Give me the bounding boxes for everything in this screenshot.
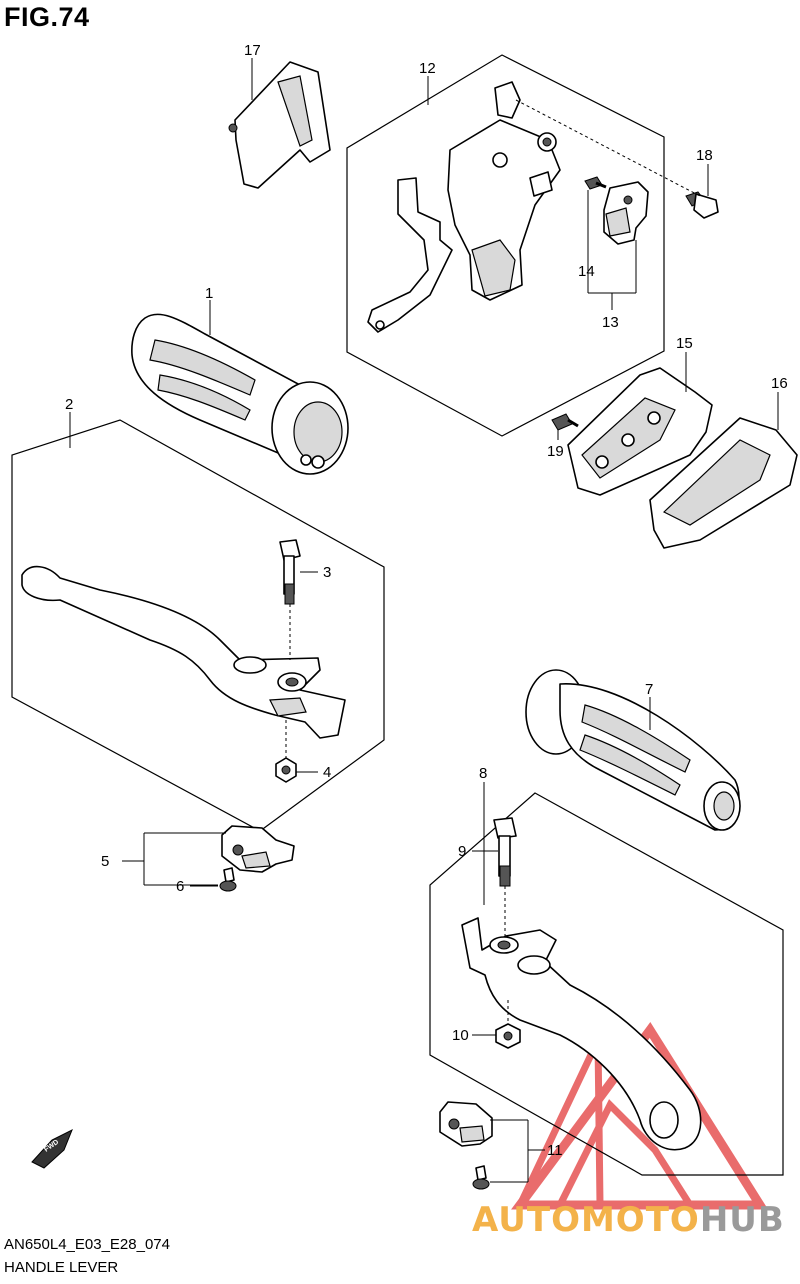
callout-15: 15 <box>676 335 693 352</box>
callout-5: 5 <box>101 853 109 870</box>
watermark-brand: AUTOMOTOHUB <box>472 1200 785 1240</box>
callout-6: 6 <box>176 878 184 895</box>
part-10-nut[interactable] <box>495 1023 521 1049</box>
callout-14: 14 <box>578 263 595 280</box>
callout-10: 10 <box>452 1027 469 1044</box>
callout-4: 4 <box>323 764 331 781</box>
part-16-hand-guard[interactable] <box>649 417 798 549</box>
callout-16: 16 <box>771 375 788 392</box>
callout-7: 7 <box>645 681 653 698</box>
callout-8: 8 <box>479 765 487 782</box>
callout-19: 19 <box>547 443 564 460</box>
part-6-screw[interactable] <box>219 867 237 892</box>
callout-11: 11 <box>547 1142 563 1159</box>
model-code: AN650L4_E03_E28_074 <box>4 1236 170 1253</box>
part-12-lever-holder[interactable] <box>367 81 561 333</box>
assembly-frame-8 <box>429 792 784 1176</box>
part-11-switch[interactable] <box>439 1101 493 1147</box>
part-13-switch[interactable] <box>603 181 649 245</box>
fwd-arrow-icon: FWD <box>31 1128 73 1169</box>
part-8-lever-right[interactable] <box>461 917 702 1151</box>
part-19-screw[interactable] <box>551 413 579 431</box>
part-18-bolt[interactable] <box>685 191 719 219</box>
part-5-switch[interactable] <box>221 825 295 873</box>
callout-labels: 17 12 18 14 13 1 15 16 19 2 3 4 5 6 7 8 … <box>65 42 788 1159</box>
part-17-cover[interactable] <box>228 61 331 189</box>
watermark-logo-icon <box>511 1022 769 1210</box>
callout-9: 9 <box>458 843 466 860</box>
part-11-screw[interactable] <box>472 1165 490 1190</box>
callout-17: 17 <box>244 42 261 59</box>
callout-1: 1 <box>205 285 213 302</box>
part-2-lever-left[interactable] <box>21 565 346 739</box>
callout-12: 12 <box>419 60 436 77</box>
part-3-bolt[interactable] <box>279 539 301 605</box>
leader-lines <box>69 58 779 1183</box>
assembly-frame-12 <box>346 54 665 437</box>
section-name: HANDLE LEVER <box>4 1259 119 1276</box>
part-1-grip-left[interactable] <box>131 313 349 475</box>
part-14-screw[interactable] <box>584 176 607 190</box>
part-4-nut[interactable] <box>275 757 297 783</box>
part-15-bracket[interactable] <box>567 367 713 496</box>
callout-13: 13 <box>602 314 619 331</box>
part-9-bolt[interactable] <box>493 817 517 887</box>
callout-18: 18 <box>696 147 713 164</box>
part-7-grip-right[interactable] <box>525 669 741 831</box>
figure-title: FIG.74 <box>4 2 90 32</box>
callout-3: 3 <box>323 564 331 581</box>
callout-2: 2 <box>65 396 73 413</box>
